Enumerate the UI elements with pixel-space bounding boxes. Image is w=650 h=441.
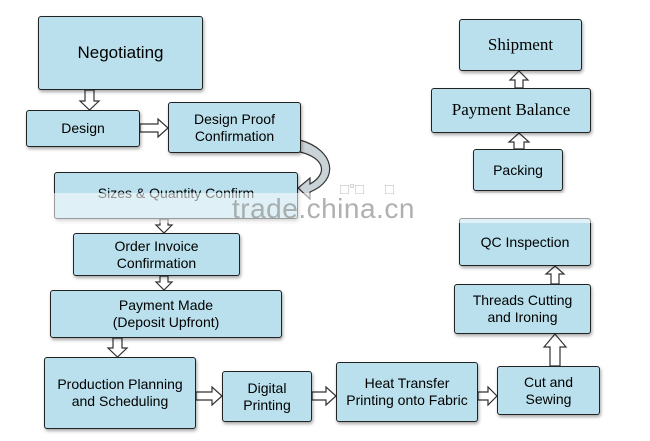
arrow-packing-to-balance: [507, 132, 531, 150]
box-order-invoice: Order Invoice Confirmation: [73, 233, 240, 276]
arrow-design-to-proof: [139, 117, 169, 139]
label-payment-balance: Payment Balance: [451, 100, 571, 120]
box-payment-made: Payment Made (Deposit Upfront): [50, 290, 282, 338]
label-design: Design: [61, 120, 105, 137]
label-cut-sewing: Cut and Sewing: [523, 373, 574, 407]
arrow-proof-to-sizes: [297, 139, 331, 201]
box-digital-printing: Digital Printing: [222, 371, 312, 422]
watermark-glyphs: □°□ □: [340, 181, 395, 198]
label-heat-transfer: Heat Transfer Printing onto Fabric: [346, 375, 468, 408]
arrow-threads-to-qc: [544, 265, 566, 285]
label-negotiating: Negotiating: [77, 42, 164, 62]
label-packing: Packing: [493, 161, 543, 178]
box-packing: Packing: [473, 149, 563, 191]
arrow-balance-to-shipment: [508, 70, 530, 89]
label-qc-inspection: QC Inspection: [480, 233, 570, 250]
watermark-text: trade.china.cn: [232, 193, 415, 224]
box-heat-transfer: Heat Transfer Printing onto Fabric: [336, 362, 478, 422]
label-threads-cutting: Threads Cutting and Ironing: [472, 292, 573, 325]
arrow-digital-to-heat: [311, 385, 337, 407]
box-negotiating: Negotiating: [38, 16, 203, 90]
label-order-invoice: Order Invoice Confirmation: [114, 237, 199, 271]
box-design: Design: [26, 110, 140, 147]
box-threads-cutting: Threads Cutting and Ironing: [454, 284, 591, 334]
box-cut-sewing: Cut and Sewing: [497, 366, 600, 415]
arrow-negotiating-to-design: [78, 89, 101, 111]
label-payment-made: Payment Made (Deposit Upfront): [112, 297, 220, 330]
arrow-invoice-to-payment: [154, 275, 174, 291]
box-shipment: Shipment: [459, 19, 582, 71]
box-design-proof: Design Proof Confirmation: [168, 102, 301, 153]
label-digital-printing: Digital Printing: [243, 379, 291, 413]
arrow-payment-to-production: [106, 337, 129, 358]
arrow-cut-to-threads: [542, 333, 568, 367]
box-qc-inspection: QC Inspection: [459, 218, 591, 266]
box-production-planning: Production Planning and Scheduling: [44, 357, 196, 429]
arrow-production-to-digital: [195, 385, 223, 407]
label-production-planning: Production Planning and Scheduling: [57, 376, 183, 409]
arrow-heat-to-cut: [477, 385, 498, 407]
label-design-proof: Design Proof Confirmation: [194, 110, 275, 144]
box-payment-balance: Payment Balance: [431, 88, 591, 133]
label-shipment: Shipment: [487, 34, 554, 54]
watermark-band: [0, 193, 650, 223]
